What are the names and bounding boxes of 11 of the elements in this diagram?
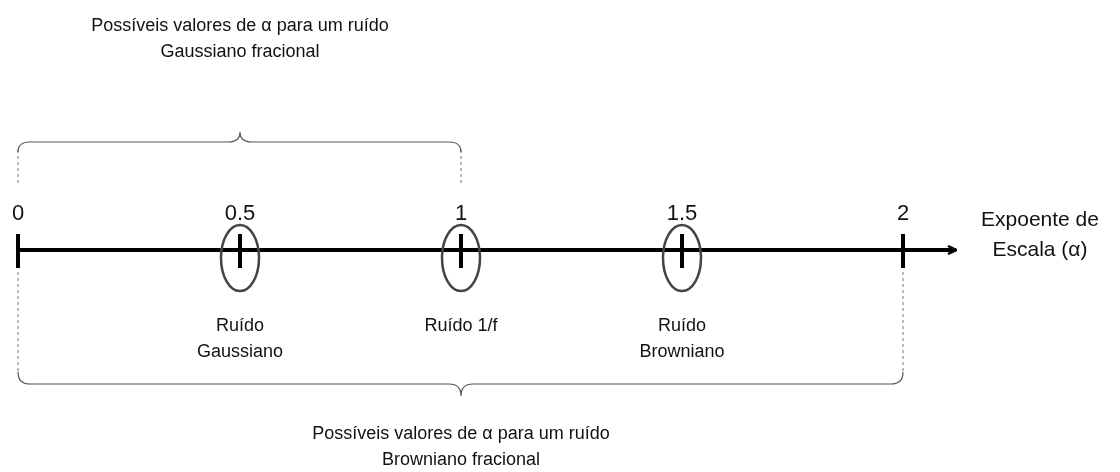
noise-label: Ruído Browniano — [638, 314, 726, 363]
noise-label: Ruído 1/f — [423, 314, 499, 337]
tick-label: 2 — [895, 199, 911, 227]
tick-label: 1 — [453, 199, 469, 227]
axis-title: Expoente de Escala (α) — [980, 206, 1100, 262]
bracket-label: Possíveis valores de α para um ruído Browniano fracional — [311, 422, 611, 471]
tick-label: 0 — [10, 199, 26, 227]
bracket-label: Possíveis valores de α para um ruído Gaussiano fracional — [90, 14, 390, 63]
noise-label: Ruído Gaussiano — [195, 314, 285, 363]
tick-label: 0.5 — [223, 199, 257, 227]
tick-label: 1.5 — [665, 199, 699, 227]
